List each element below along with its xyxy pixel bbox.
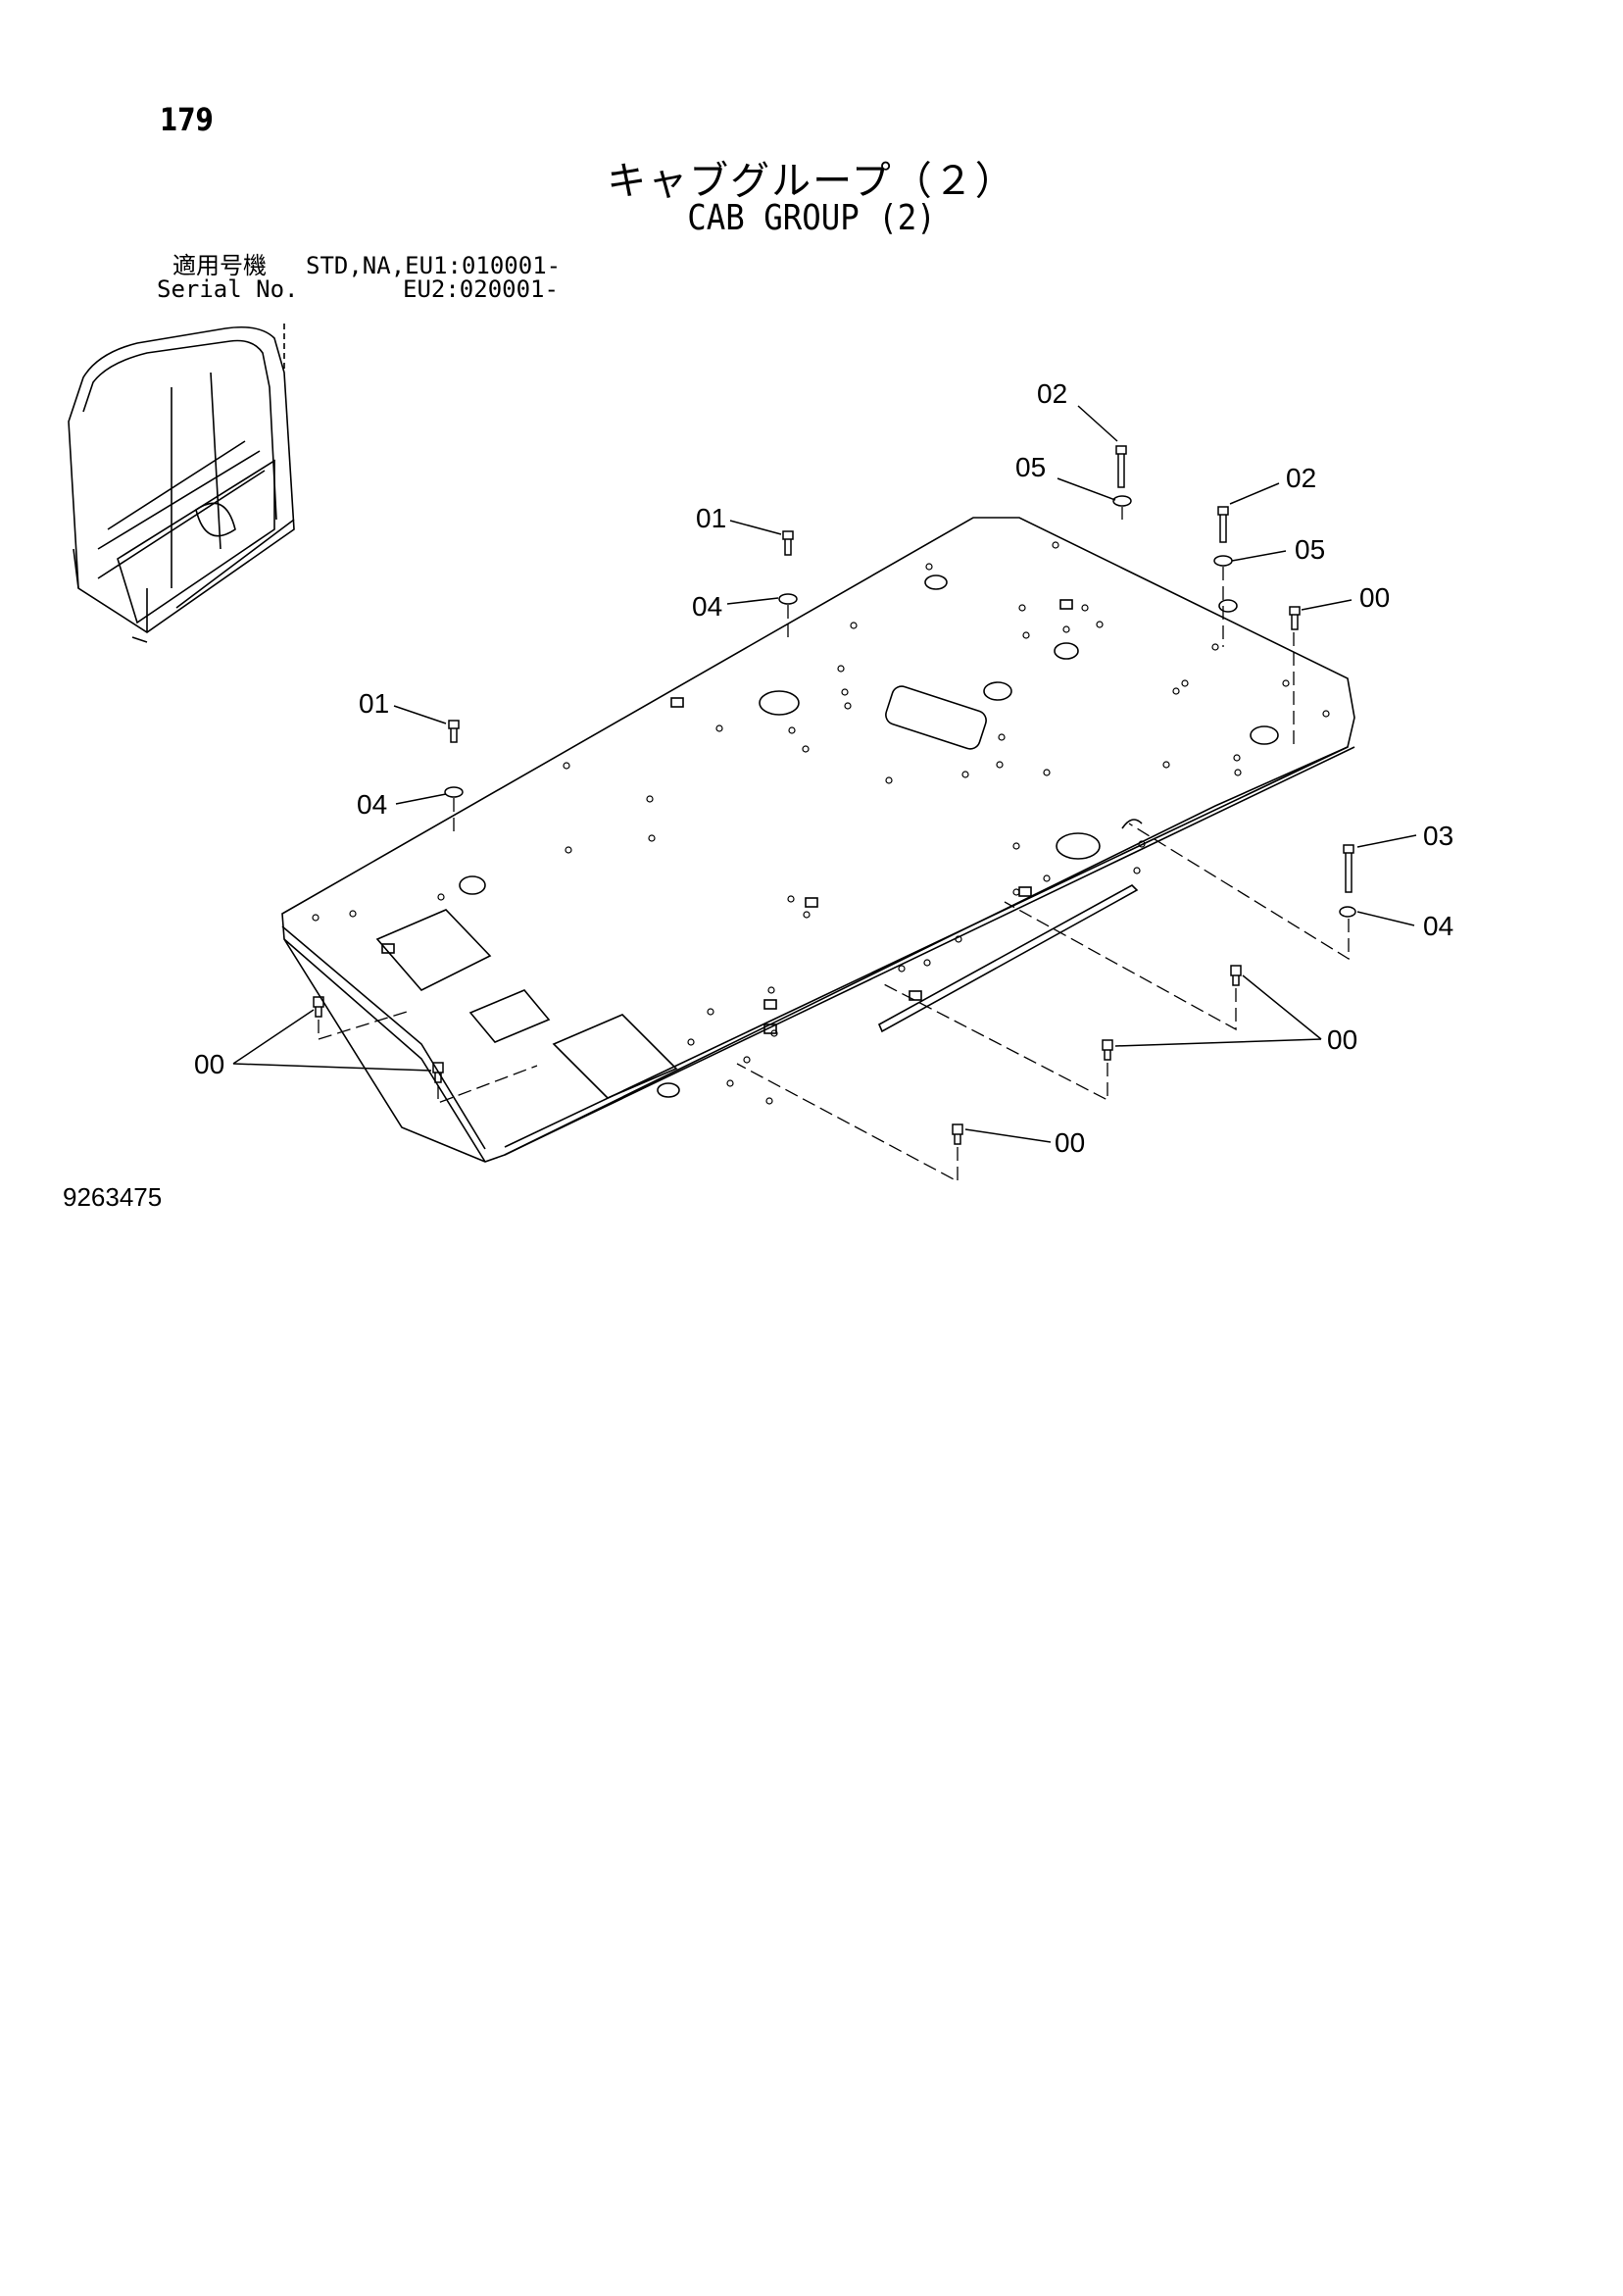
callout-label: 05 <box>1015 452 1046 482</box>
leader-lines <box>232 405 1417 1143</box>
callout-label: 01 <box>696 503 726 533</box>
page-title-japanese: キャブグループ（２） <box>607 159 1016 204</box>
callout-label: 02 <box>1286 463 1316 493</box>
serial-label-english: Serial No. <box>157 275 299 303</box>
assembly-lines <box>318 507 1350 1183</box>
serial-range-2: EU2:020001- <box>403 275 559 303</box>
page-title-english: CAB GROUP (2) <box>687 198 936 238</box>
cab-locator-thumbnail <box>68 324 295 643</box>
serial-label-japanese: 適用号機 <box>172 252 267 279</box>
floor-plate <box>281 517 1355 1163</box>
callout-labels: 02 05 02 05 01 04 00 01 04 03 04 00 00 0… <box>194 378 1453 1158</box>
figure-number: 9263475 <box>63 1182 163 1212</box>
callout-label: 02 <box>1037 378 1067 409</box>
mounting-holes <box>312 541 1330 1105</box>
callout-label: 04 <box>692 591 722 622</box>
callout-label: 01 <box>359 688 389 719</box>
callout-label: 04 <box>1423 911 1453 941</box>
callout-label: 00 <box>1055 1127 1085 1158</box>
page-number: 179 <box>160 101 214 138</box>
serial-range-1: STD,NA,EU1:010001- <box>306 252 562 279</box>
callout-label: 04 <box>357 789 387 820</box>
callout-label: 00 <box>194 1049 224 1079</box>
callout-label: 00 <box>1327 1024 1357 1055</box>
callout-label: 03 <box>1423 821 1453 851</box>
callout-label: 00 <box>1359 582 1390 613</box>
callout-label: 05 <box>1295 534 1325 565</box>
fasteners <box>313 445 1356 1145</box>
plate-bosses <box>381 599 1073 1034</box>
